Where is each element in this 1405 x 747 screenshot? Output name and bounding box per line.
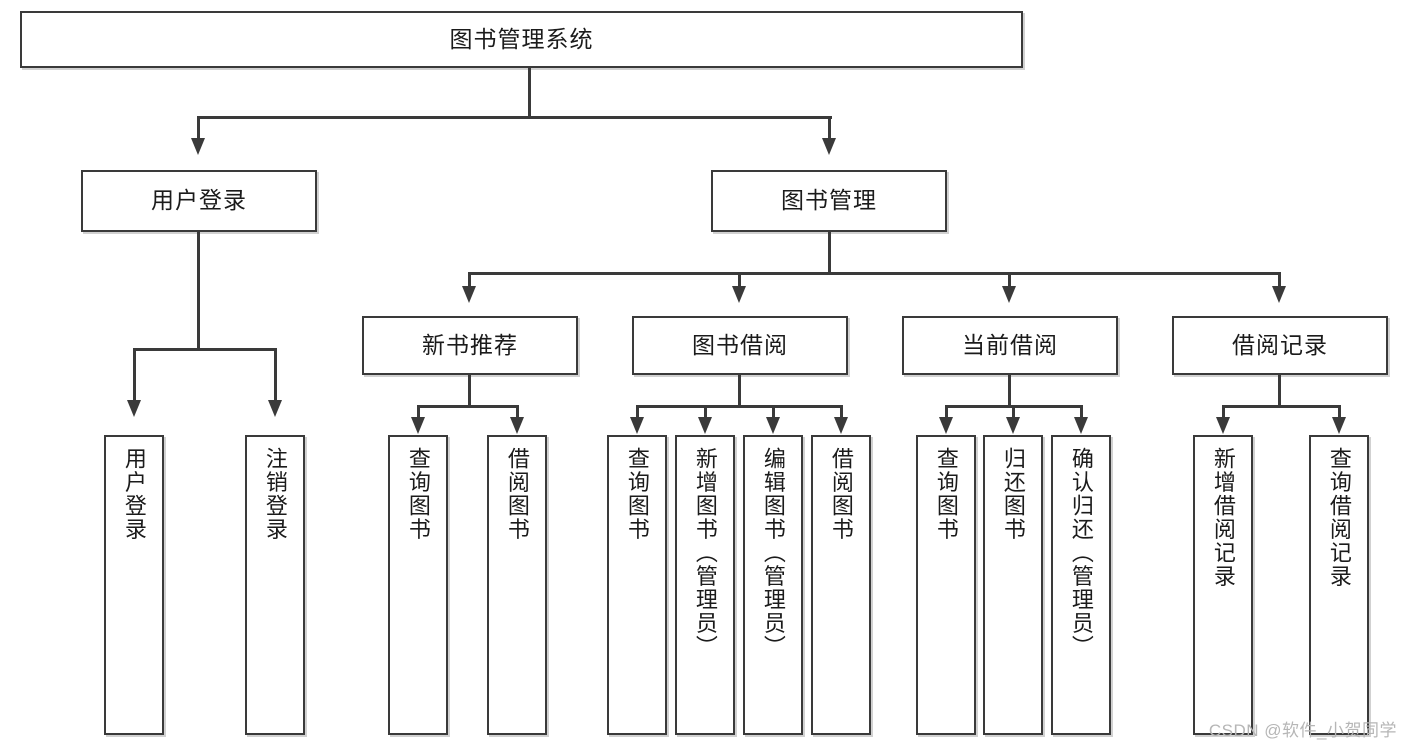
connector-current-borrow-stem — [1008, 375, 1011, 407]
leaf-user-login-login[interactable]: 用户登录 — [104, 435, 164, 735]
connector-borrow-record-stem — [1278, 375, 1281, 407]
connector-to-book-management — [828, 116, 831, 142]
connector-user-login-bus — [133, 348, 277, 351]
node-current-borrow[interactable]: 当前借阅 — [902, 316, 1118, 375]
leaf-current-borrow-return[interactable]: 归还图书 — [983, 435, 1043, 735]
leaf-user-login-logout[interactable]: 注销登录 — [245, 435, 305, 735]
csdn-watermark: CSDN @软件_小贺同学 — [1208, 721, 1397, 740]
leaf-current-borrow-query[interactable]: 查询图书 — [916, 435, 976, 735]
connector-book-borrow-stem — [738, 375, 741, 407]
arrow-user-login-leaf-1 — [127, 400, 141, 417]
leaf-borrow-record-query[interactable]: 查询借阅记录 — [1309, 435, 1369, 735]
node-user-login[interactable]: 用户登录 — [81, 170, 317, 232]
arrow-to-borrow-record — [1272, 286, 1286, 303]
arrow-to-new-book-recommend — [462, 286, 476, 303]
node-label: 注销登录 — [262, 447, 288, 541]
node-label: 用户登录 — [121, 447, 147, 541]
connector-new-book-recommend-stem — [468, 375, 471, 407]
leaf-new-book-query[interactable]: 查询图书 — [388, 435, 448, 735]
node-borrow-record[interactable]: 借阅记录 — [1172, 316, 1388, 375]
connector-root-bus — [198, 116, 832, 119]
node-label: 当前借阅 — [962, 331, 1058, 358]
arrow-user-login-leaf-2 — [268, 400, 282, 417]
connector-level3-bus — [468, 272, 1281, 275]
connector-bb-drop-1 — [636, 405, 639, 421]
node-label: 借阅图书 — [504, 447, 530, 541]
leaf-current-borrow-confirm-return[interactable]: 确认归还（管理员） — [1051, 435, 1111, 735]
node-book-borrow[interactable]: 图书借阅 — [632, 316, 848, 375]
node-label: 图书管理 — [781, 187, 877, 214]
leaf-book-borrow-query[interactable]: 查询图书 — [607, 435, 667, 735]
leaf-new-book-borrow[interactable]: 借阅图书 — [487, 435, 547, 735]
connector-nbr-drop-2 — [516, 405, 519, 421]
node-label: 借阅记录 — [1232, 331, 1328, 358]
connector-user-login-drop-1 — [133, 348, 136, 404]
connector-to-book-borrow — [738, 272, 741, 290]
node-new-book-recommend[interactable]: 新书推荐 — [362, 316, 578, 375]
arrow-to-current-borrow — [1002, 286, 1016, 303]
connector-cb-drop-2 — [1012, 405, 1015, 421]
connector-book-management-stem — [828, 232, 831, 274]
node-label: 归还图书 — [1000, 447, 1026, 541]
connector-br-drop-1 — [1222, 405, 1225, 421]
connector-to-borrow-record — [1278, 272, 1281, 290]
connector-user-login-stem — [197, 232, 200, 350]
leaf-book-borrow-borrow[interactable]: 借阅图书 — [811, 435, 871, 735]
node-root-book-management-system[interactable]: 图书管理系统 — [20, 11, 1023, 68]
node-label: 查询图书 — [933, 447, 959, 541]
arrow-nbr-leaf-2 — [510, 417, 524, 434]
node-label: 查询借阅记录 — [1326, 447, 1352, 588]
arrow-bb-leaf-1 — [630, 417, 644, 434]
node-book-management[interactable]: 图书管理 — [711, 170, 947, 232]
arrow-bb-leaf-4 — [834, 417, 848, 434]
node-label: 用户登录 — [151, 187, 247, 214]
arrow-nbr-leaf-1 — [411, 417, 425, 434]
node-label: 图书管理系统 — [449, 25, 594, 52]
connector-bb-drop-4 — [840, 405, 843, 421]
arrow-bb-leaf-3 — [766, 417, 780, 434]
leaf-book-borrow-edit[interactable]: 编辑图书（管理员） — [743, 435, 803, 735]
node-label: 编辑图书（管理员） — [760, 447, 786, 659]
connector-to-new-book-recommend — [468, 272, 471, 290]
connector-to-user-login — [197, 116, 200, 142]
leaf-book-borrow-add[interactable]: 新增图书（管理员） — [675, 435, 735, 735]
arrow-to-book-borrow — [732, 286, 746, 303]
connector-nbr-drop-1 — [417, 405, 420, 421]
node-label: 确认归还（管理员） — [1068, 447, 1094, 659]
node-label: 新增图书（管理员） — [692, 447, 718, 659]
connector-user-login-drop-2 — [274, 348, 277, 404]
node-label: 查询图书 — [624, 447, 650, 541]
connector-cb-drop-1 — [945, 405, 948, 421]
arrow-cb-leaf-2 — [1006, 417, 1020, 434]
connector-borrow-record-bus — [1222, 405, 1341, 408]
node-label: 新增借阅记录 — [1210, 447, 1236, 588]
arrow-to-user-login — [191, 138, 205, 155]
connector-bb-drop-3 — [772, 405, 775, 421]
connector-new-book-recommend-bus — [417, 405, 519, 408]
leaf-borrow-record-add[interactable]: 新增借阅记录 — [1193, 435, 1253, 735]
connector-bb-drop-2 — [704, 405, 707, 421]
node-label: 借阅图书 — [828, 447, 854, 541]
node-label: 图书借阅 — [692, 331, 788, 358]
node-label: 查询图书 — [405, 447, 431, 541]
node-label: 新书推荐 — [422, 331, 518, 358]
arrow-bb-leaf-2 — [698, 417, 712, 434]
connector-br-drop-2 — [1338, 405, 1341, 421]
connector-cb-drop-3 — [1080, 405, 1083, 421]
connector-to-current-borrow — [1008, 272, 1011, 290]
connector-book-borrow-bus — [636, 405, 843, 408]
connector-root-stem — [528, 68, 531, 118]
arrow-br-leaf-1 — [1216, 417, 1230, 434]
arrow-cb-leaf-1 — [939, 417, 953, 434]
arrow-to-book-management — [822, 138, 836, 155]
arrow-cb-leaf-3 — [1074, 417, 1088, 434]
arrow-br-leaf-2 — [1332, 417, 1346, 434]
